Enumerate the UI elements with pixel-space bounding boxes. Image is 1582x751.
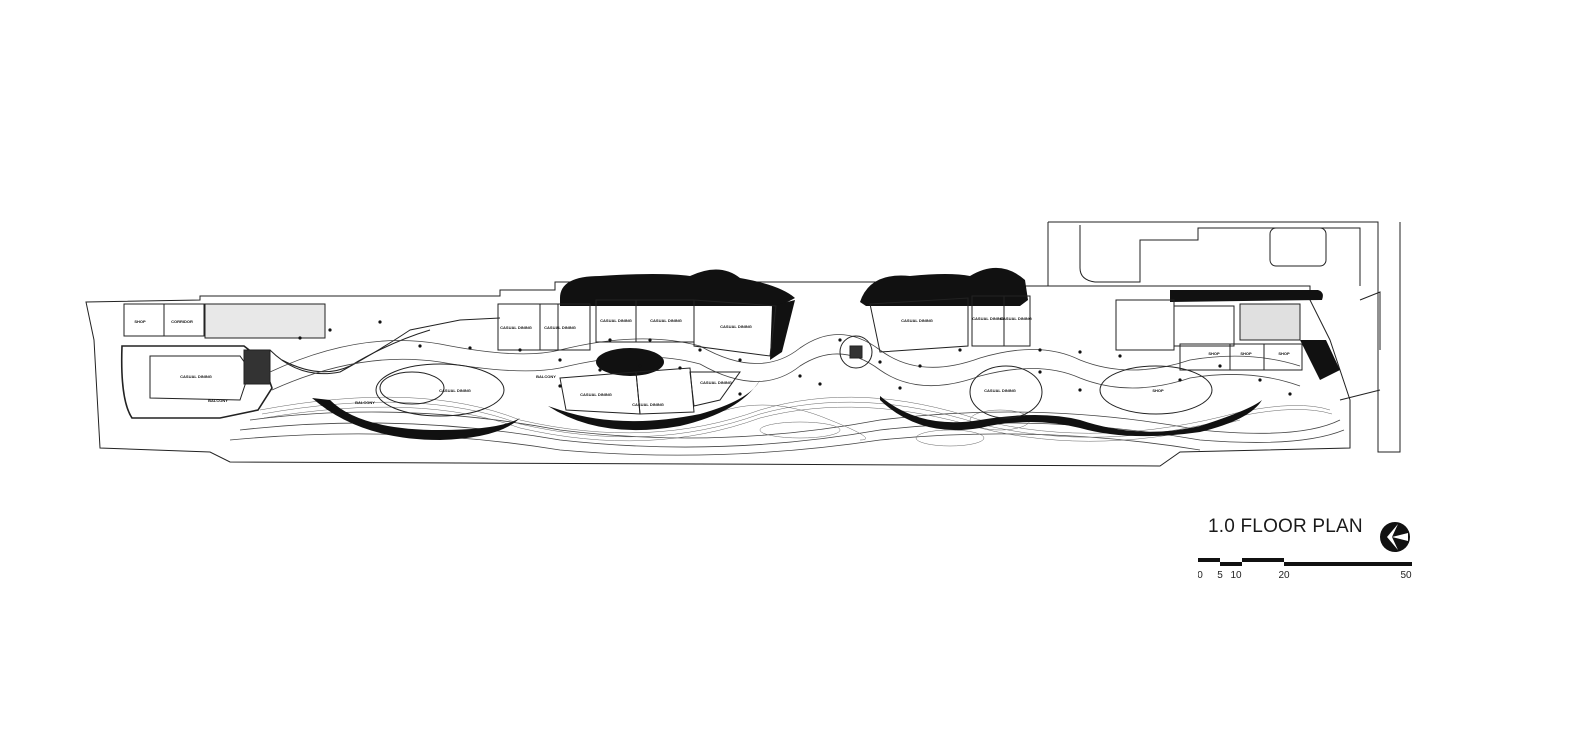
column-dot bbox=[518, 348, 522, 352]
column-dot bbox=[1258, 378, 1262, 382]
room-label: SHOP bbox=[1152, 388, 1164, 393]
scale-tick-label: 5 bbox=[1217, 570, 1223, 581]
room-label: CASUAL DINING bbox=[180, 374, 212, 379]
column-dot bbox=[958, 348, 962, 352]
room-label: SHOP bbox=[1208, 351, 1220, 356]
room-label: BALCONY bbox=[355, 400, 375, 405]
scale-segment bbox=[1242, 558, 1284, 562]
room-labels: SHOP CORRIDOR CASUAL DINING BALCONY BALC… bbox=[134, 316, 1290, 407]
room-label: CASUAL DINING bbox=[901, 318, 933, 323]
scale-tick-label: 20 bbox=[1278, 570, 1290, 581]
room-label: CASUAL DINING bbox=[632, 402, 664, 407]
column-dot bbox=[838, 338, 842, 342]
room-label: CASUAL DINING bbox=[984, 388, 1016, 393]
north-arrow-icon bbox=[1380, 522, 1410, 552]
column-dot bbox=[468, 346, 472, 350]
column-dot bbox=[558, 358, 562, 362]
column-dot bbox=[1038, 370, 1042, 374]
room-label: CASUAL DINING bbox=[700, 380, 732, 385]
column-dot bbox=[418, 344, 422, 348]
column-dot bbox=[1288, 392, 1292, 396]
scale-segment bbox=[1220, 562, 1242, 566]
room-label: CASUAL DINING bbox=[600, 318, 632, 323]
structural-columns bbox=[298, 320, 1292, 396]
column-dot bbox=[608, 338, 612, 342]
shop-blocks bbox=[497, 295, 1303, 415]
room-label: CASUAL DINING bbox=[1000, 316, 1032, 321]
column-dot bbox=[918, 364, 922, 368]
scale-tick-label: 0 bbox=[1198, 570, 1203, 581]
column-dot bbox=[738, 392, 742, 396]
room-label: BALCONY bbox=[536, 374, 556, 379]
room-label: CASUAL DINING bbox=[439, 388, 471, 393]
drawing-title: 1.0 FLOOR PLAN bbox=[1208, 516, 1363, 537]
column-dot bbox=[598, 368, 602, 372]
scale-tick-label: 10 bbox=[1230, 570, 1242, 581]
column-dot bbox=[798, 374, 802, 378]
room-label: CASUAL DINING bbox=[544, 325, 576, 330]
room-label: CASUAL DINING bbox=[650, 318, 682, 323]
column-dot bbox=[878, 360, 882, 364]
column-dot bbox=[1078, 350, 1082, 354]
column-dot bbox=[1178, 378, 1182, 382]
circulation-curves bbox=[229, 334, 1345, 456]
scale-bar: 0 5 10 20 50 bbox=[1198, 558, 1412, 581]
column-dot bbox=[558, 384, 562, 388]
scale-tick-label: 50 bbox=[1400, 570, 1412, 581]
column-dot bbox=[1118, 354, 1122, 358]
balcony-voids bbox=[312, 340, 1340, 440]
column-dot bbox=[1218, 364, 1222, 368]
column-dot bbox=[818, 382, 822, 386]
left-wing bbox=[120, 303, 501, 419]
column-dot bbox=[738, 358, 742, 362]
room-label: BALCONY bbox=[208, 398, 228, 403]
room-label: CASUAL DINING bbox=[720, 324, 752, 329]
column-dot bbox=[678, 366, 682, 370]
column-dot bbox=[698, 348, 702, 352]
column-dot bbox=[328, 328, 332, 332]
column-dot bbox=[1078, 388, 1082, 392]
room-label: CORRIDOR bbox=[171, 319, 193, 324]
column-dot bbox=[648, 338, 652, 342]
column-dot bbox=[638, 364, 642, 368]
column-dot bbox=[298, 336, 302, 340]
roof-masses bbox=[560, 267, 1323, 360]
scale-segment bbox=[1284, 562, 1412, 566]
room-label: SHOP bbox=[1240, 351, 1252, 356]
room-label: CASUAL DINING bbox=[580, 392, 612, 397]
room-label: SHOP bbox=[1278, 351, 1290, 356]
column-dot bbox=[378, 320, 382, 324]
room-label: SHOP bbox=[134, 319, 146, 324]
room-label: CASUAL DINING bbox=[500, 325, 532, 330]
column-dot bbox=[1038, 348, 1042, 352]
column-dot bbox=[898, 386, 902, 390]
atria bbox=[375, 335, 1213, 419]
scale-segment bbox=[1198, 558, 1220, 562]
room-label: CASUAL DINING bbox=[972, 316, 1004, 321]
